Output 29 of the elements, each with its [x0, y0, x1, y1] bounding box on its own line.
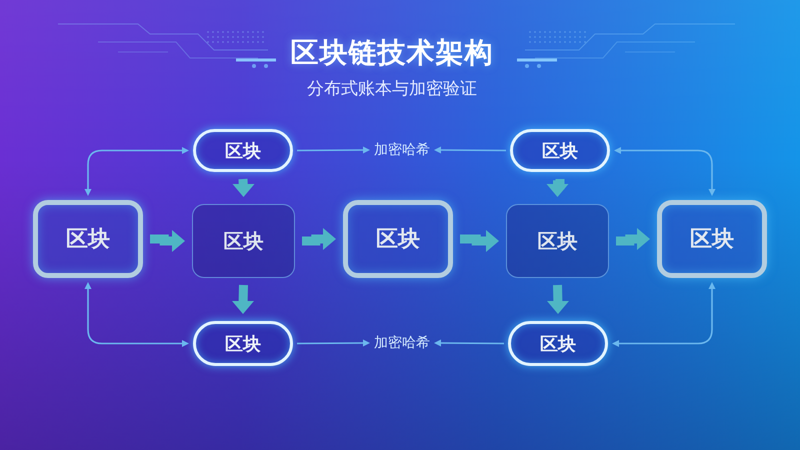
block-arrow: [546, 179, 568, 197]
block-box: 区块: [343, 200, 453, 278]
hash-label: 加密哈希: [374, 334, 430, 352]
block-arrow: [460, 230, 499, 252]
block-arrow: [302, 228, 336, 250]
arrow: [434, 340, 504, 346]
arrow: [297, 340, 370, 346]
block-box: 区块: [192, 204, 295, 278]
block-pill: 区块: [193, 129, 293, 172]
block-pill: 区块: [193, 321, 293, 366]
arrow: [84, 282, 189, 347]
block-arrow: [547, 284, 569, 314]
block-arrow: [232, 284, 254, 314]
block-box: 区块: [506, 204, 609, 278]
arrow: [434, 146, 506, 154]
block-box: 区块: [657, 200, 767, 278]
block-arrow: [232, 178, 254, 197]
block-arrow: [616, 228, 650, 250]
arrow: [84, 147, 189, 196]
block-pill: 区块: [508, 321, 608, 366]
arrow: [297, 146, 370, 154]
block-pill: 区块: [510, 129, 610, 172]
block-box: 区块: [33, 200, 143, 278]
hash-label: 加密哈希: [374, 141, 430, 159]
arrow: [612, 282, 716, 347]
title: 区块链技术架构: [290, 35, 494, 71]
subtitle: 分布式账本与加密验证: [307, 78, 477, 100]
block-arrow: [150, 230, 185, 252]
arrow: [614, 147, 716, 196]
